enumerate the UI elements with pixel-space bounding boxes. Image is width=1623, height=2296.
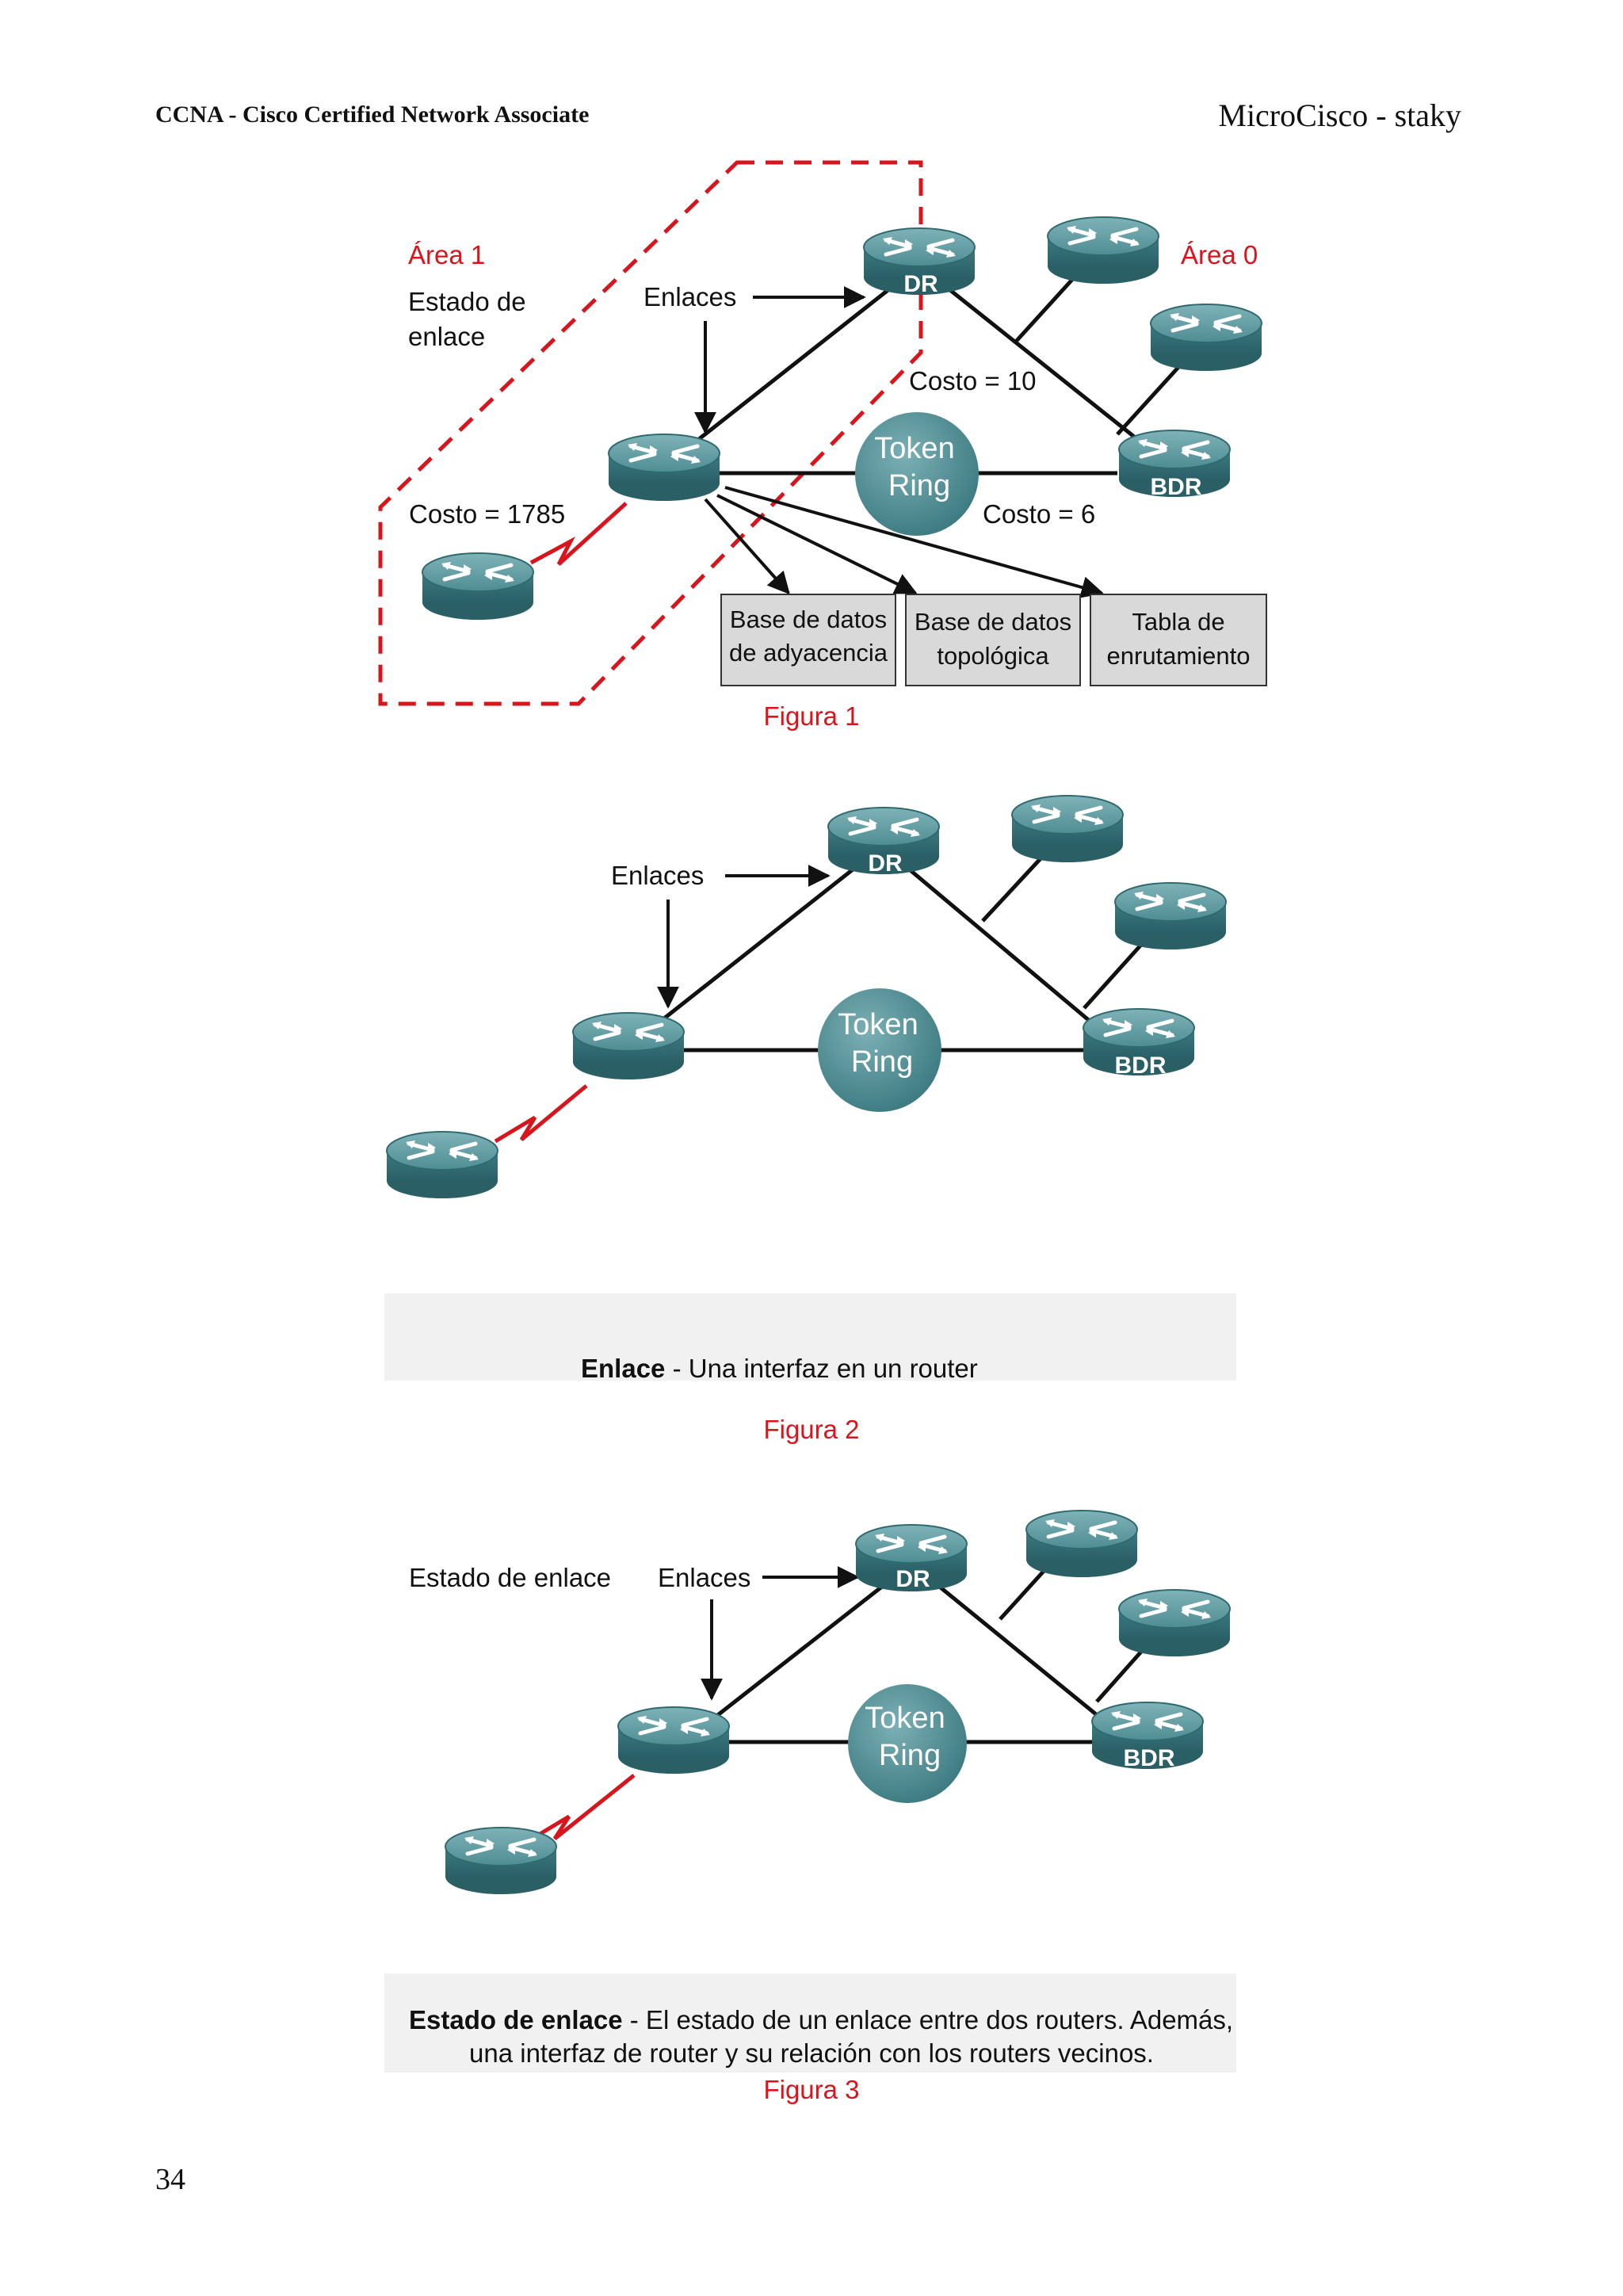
router-bdr-label: BDR <box>1151 474 1202 500</box>
svg-text:topológica: topológica <box>937 642 1049 670</box>
svg-text:Base de datos: Base de datos <box>730 606 887 633</box>
token-ring-line2: Ring <box>851 1045 913 1079</box>
svg-text:enrutamiento: enrutamiento <box>1107 642 1251 670</box>
token-ring-icon <box>855 412 979 536</box>
router-top-right-icon <box>1026 1511 1137 1577</box>
link-branch-right <box>1116 363 1182 436</box>
arrow-box2 <box>716 494 918 594</box>
area1-boundary <box>378 160 923 706</box>
token-ring-line1: Token <box>874 432 954 465</box>
costo10-label: Costo = 10 <box>909 366 1037 395</box>
header-author: MicroCisco - staky <box>1218 97 1461 133</box>
header-title: CCNA - Cisco Certified Network Associate <box>155 101 590 128</box>
token-ring-line1: Token <box>865 1702 945 1735</box>
definition-text-line2: una interfaz de router y su relación con… <box>469 2038 1154 2068</box>
svg-text:de adyacencia: de adyacencia <box>729 639 888 667</box>
router-remote-icon <box>387 1132 498 1198</box>
box-enrutamiento: Tabla de enrutamiento <box>1090 594 1267 686</box>
token-ring-line1: Token <box>838 1008 918 1041</box>
figure-3: Token Ring DR BDR Estado de enlace Enlac… <box>384 1511 1236 2104</box>
box-adyacencia: Base de datos de adyacencia <box>720 594 896 686</box>
box-topologica: Base de datos topológica <box>905 594 1081 686</box>
token-ring-line2: Ring <box>888 469 950 502</box>
link-left-dr <box>656 264 921 473</box>
costo1785-label: Costo = 1785 <box>409 499 565 529</box>
svg-text:Base de datos: Base de datos <box>915 608 1071 636</box>
router-dr-label: DR <box>868 850 903 877</box>
router-dr-label: DR <box>903 271 938 297</box>
token-ring-line2: Ring <box>879 1739 941 1772</box>
definition-band <box>384 1293 1236 1381</box>
enlaces-label: Enlaces <box>658 1563 750 1592</box>
area1-label: Área 1 <box>408 240 485 269</box>
router-main-icon <box>618 1707 729 1774</box>
link-branch-top <box>1013 272 1079 345</box>
router-bdr-label: BDR <box>1115 1052 1167 1079</box>
router-main-icon <box>609 434 720 501</box>
estado-label-line1: Estado de <box>408 287 526 316</box>
router-right-icon <box>1115 883 1226 949</box>
figure1-caption: Figura 1 <box>763 701 859 731</box>
enlaces-label: Enlaces <box>611 861 704 890</box>
enlaces-label: Enlaces <box>643 282 736 311</box>
definition-text: Enlace - Una interfaz en un router <box>581 1354 978 1383</box>
estado-label-line2: enlace <box>408 322 485 351</box>
costo6-label: Costo = 6 <box>983 499 1095 529</box>
token-ring-icon <box>818 988 941 1112</box>
serial-link <box>529 502 628 566</box>
router-right-icon <box>1151 304 1262 371</box>
router-remote-icon <box>445 1828 556 1894</box>
router-bdr-label: BDR <box>1124 1745 1175 1771</box>
definition-text-line1: Estado de enlace - El estado de un enlac… <box>409 2005 1233 2034</box>
link-dr-bdr <box>918 264 1174 469</box>
arrow-box1 <box>704 498 790 595</box>
router-top-right-icon <box>1012 796 1123 862</box>
arrow-box3 <box>724 486 1104 598</box>
estado-label: Estado de enlace <box>409 1563 611 1592</box>
figure3-caption: Figura 3 <box>763 2075 859 2104</box>
svg-text:Tabla de: Tabla de <box>1132 608 1224 636</box>
router-main-icon <box>573 1013 684 1079</box>
figure-2: Token Ring DR BDR Enlaces Enlace - Una i… <box>384 796 1236 1444</box>
figure2-caption: Figura 2 <box>763 1415 859 1444</box>
router-right-icon <box>1119 1590 1230 1656</box>
definition-band <box>384 1973 1236 2073</box>
router-dr-label: DR <box>896 1566 930 1592</box>
token-ring-icon <box>848 1684 967 1803</box>
area0-label: Área 0 <box>1181 240 1258 269</box>
page-number: 34 <box>155 2163 185 2196</box>
router-top-right-icon <box>1048 217 1159 284</box>
router-remote-icon <box>422 553 533 620</box>
figure-1: Token Ring DR BDR Área 1 Área 0 Estado d… <box>378 160 1267 731</box>
